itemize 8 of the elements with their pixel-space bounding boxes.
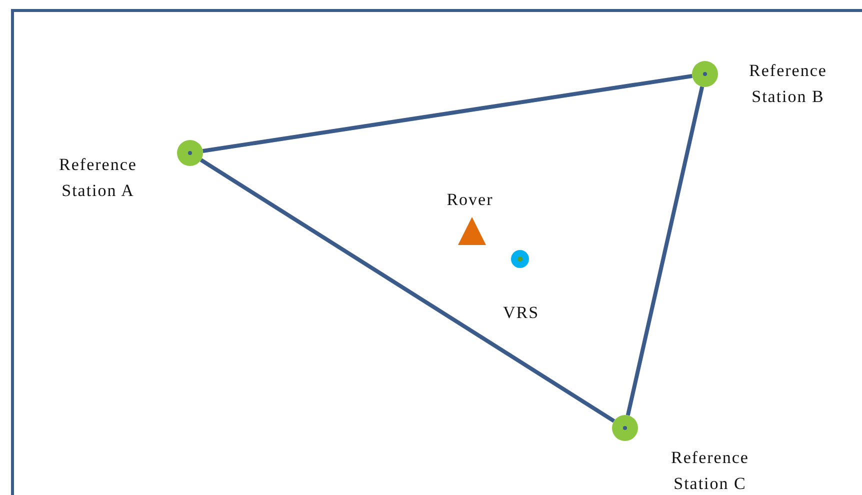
connecting-line	[626, 86, 704, 416]
station-label: Reference Station A	[58, 154, 138, 202]
connecting-line	[202, 74, 692, 153]
rover-label: Rover	[446, 189, 494, 211]
vrs-label: VRS	[502, 302, 540, 324]
station-label: Reference Station C	[670, 447, 750, 495]
station-label: Reference Station B	[748, 60, 828, 108]
connecting-line	[200, 158, 616, 423]
